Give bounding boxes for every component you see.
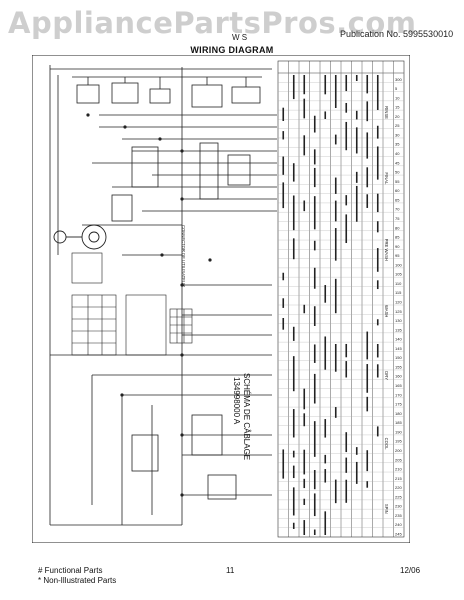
timer-mark-label: 30 — [395, 132, 400, 137]
timer-mark-label: 170 — [395, 392, 402, 397]
timer-mark-label: 300 — [395, 77, 402, 82]
timer-mark-label: 225 — [395, 494, 402, 499]
timer-bars — [282, 75, 379, 535]
model-number: W S — [232, 33, 248, 42]
timer-section-label: WASH — [384, 305, 389, 317]
timer-mark-label: 40 — [395, 151, 400, 156]
timer-section-label: SPIN — [384, 504, 389, 514]
timer-mark-label: 165 — [395, 383, 402, 388]
functional-parts-note: # Functional Parts — [38, 566, 103, 575]
timer-mark-label: 185 — [395, 420, 402, 425]
timer-mark-label: 20 — [395, 114, 400, 119]
timer-columns — [288, 61, 394, 537]
switch-legend-tables — [71, 252, 193, 356]
timer-section-label: COOL — [384, 438, 389, 451]
schema-number: 134998000 A — [232, 377, 241, 425]
timer-mark-label: 130 — [395, 318, 402, 323]
timer-mark-label: 145 — [395, 346, 402, 351]
timer-mark-label: 35 — [395, 142, 400, 147]
timer-mark-label: 155 — [395, 364, 402, 369]
timer-mark-label: 230 — [395, 504, 402, 509]
timer-mark-label: 120 — [395, 300, 402, 305]
timer-mark-label: 200 — [395, 448, 402, 453]
timer-mark-label: 60 — [395, 188, 400, 193]
timer-mark-label: 80 — [395, 225, 400, 230]
watermark: AppliancePartsPros.com — [8, 6, 417, 40]
timer-rows — [278, 72, 404, 528]
timer-mark-label: 210 — [395, 467, 402, 472]
timer-mark-label: 245 — [395, 532, 402, 537]
timer-mark-label: 90 — [395, 244, 400, 249]
timer-mark-label: 140 — [395, 337, 402, 342]
timer-mark-label: 25 — [395, 123, 400, 128]
timer-mark-label: 95 — [395, 253, 400, 258]
timer-mark-label: 235 — [395, 513, 402, 518]
timer-labels: 300 5 10 15 20 25 30 35 40 45 50 55 60 65 70 75 80 85 90 95… — [384, 77, 402, 537]
timer-mark-label: 100 — [395, 262, 402, 267]
timer-mark-label: 135 — [395, 327, 402, 332]
timer-mark-label: 50 — [395, 170, 400, 175]
page-number: 11 — [226, 566, 235, 575]
timer-section-label: RINSE — [384, 106, 389, 119]
timer-mark-label: 180 — [395, 411, 402, 416]
timer-mark-label: 105 — [395, 272, 402, 277]
timer-mark-label: 220 — [395, 485, 402, 490]
motor-symbol — [53, 224, 107, 250]
page-title: WIRING DIAGRAM — [190, 45, 274, 55]
timer-mark-label: 205 — [395, 457, 402, 462]
revision-date: 12/06 — [400, 566, 421, 575]
timer-section-label: DRY — [384, 371, 389, 380]
timer-mark-label: 195 — [395, 439, 402, 444]
timer-section-label: FINAL — [384, 172, 389, 185]
timer-mark-label: 215 — [395, 476, 402, 481]
timer-mark-label: 45 — [395, 160, 400, 165]
schematic-wires — [49, 65, 277, 526]
connector-label: CONNECTOR DE UTILISATEUR — [181, 225, 186, 287]
timer-mark-label: 65 — [395, 197, 400, 202]
timer-mark-label: 15 — [395, 105, 400, 110]
timer-mark-label: 75 — [395, 216, 400, 221]
timer-section-label: PRE WASH — [384, 239, 389, 261]
non-illustrated-note: * Non-Illustrated Parts — [38, 576, 117, 585]
schema-title: SCHÉMA DE CÂBLAGE — [242, 373, 251, 460]
timer-mark-label: 175 — [395, 402, 402, 407]
timer-mark-label: 190 — [395, 429, 402, 434]
timer-mark-label: 125 — [395, 309, 402, 314]
timer-mark-label: 70 — [395, 207, 400, 212]
timer-mark-label: 110 — [395, 281, 402, 286]
timer-mark-label: 150 — [395, 355, 402, 360]
timer-mark-label: 55 — [395, 179, 400, 184]
timer-mark-label: 10 — [395, 95, 400, 100]
timer-mark-label: 160 — [395, 374, 402, 379]
timer-mark-label: 240 — [395, 522, 402, 527]
timer-mark-label: 115 — [395, 290, 402, 295]
publication-number: Publication No. 5995530010 — [340, 29, 454, 39]
wiring-diagram: CONNECTOR DE UTILISATEUR SCHÉMA DE CÂBLA… — [32, 55, 410, 543]
timer-mark-label: 5 — [395, 86, 398, 91]
footer-notes: # Functional Parts * Non-Illustrated Par… — [38, 566, 116, 586]
timer-mark-label: 85 — [395, 235, 400, 240]
